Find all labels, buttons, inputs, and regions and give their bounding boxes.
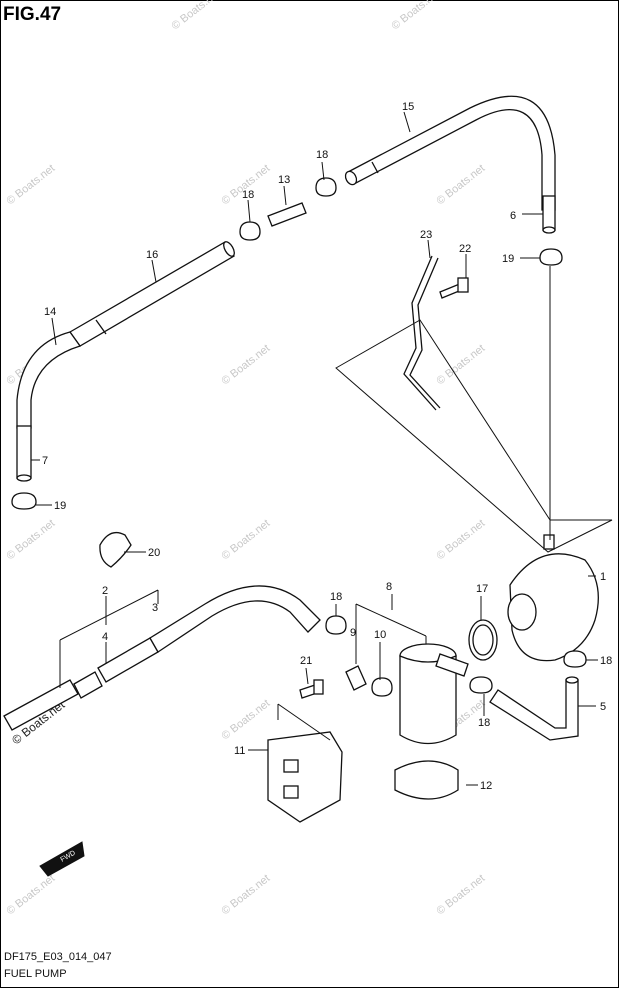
bracket-23 xyxy=(409,257,441,409)
watermark-text: © Boats.net xyxy=(219,342,272,387)
callout-19: 19 xyxy=(54,500,66,512)
leader-lines xyxy=(31,111,613,786)
hose-9 xyxy=(345,665,367,691)
hose-3 xyxy=(97,637,159,683)
hose-7 xyxy=(16,425,32,479)
fwd-arrow-icon: FWD xyxy=(39,841,85,877)
joint-13 xyxy=(267,202,307,227)
callout-21: 21 xyxy=(300,655,312,667)
fuel-pump-1-port xyxy=(507,593,537,631)
watermark-text: © Boats.net xyxy=(219,697,272,742)
bolt-21-head xyxy=(313,679,324,695)
watermark-text: © Boats.net xyxy=(434,162,487,207)
callout-3: 3 xyxy=(152,602,158,614)
callout-11: 11 xyxy=(234,745,245,757)
watermark-text: © Boats.net xyxy=(219,517,272,562)
callout-12: 12 xyxy=(480,780,492,792)
gasket-17-inner xyxy=(472,624,494,656)
callout-2: 2 xyxy=(102,585,108,597)
callout-18: 18 xyxy=(600,655,612,667)
hose-3-bend xyxy=(149,585,321,653)
diagram-title: FUEL PUMP xyxy=(4,968,67,980)
callout-18: 18 xyxy=(242,189,254,201)
callout-1: 1 xyxy=(600,571,606,583)
clip-19-left xyxy=(11,492,37,510)
hose-2 xyxy=(3,679,79,731)
callout-13: 13 xyxy=(278,174,290,186)
callout-7: 7 xyxy=(42,455,48,467)
hose-15-mark xyxy=(371,161,379,174)
watermark-text: © Boats.net xyxy=(219,872,272,917)
hose-5-end xyxy=(565,676,579,684)
fitting-4 xyxy=(73,671,103,699)
callout-5: 5 xyxy=(600,701,606,713)
callout-4: 4 xyxy=(102,631,108,643)
callout-17: 17 xyxy=(476,583,488,595)
hose-16-mark xyxy=(95,319,107,335)
callout-22: 22 xyxy=(459,243,471,255)
clip-19-right xyxy=(539,248,563,266)
watermark-text: © Boats.net xyxy=(4,162,57,207)
fuel-pump-1-nipple xyxy=(543,534,555,550)
fuel-pump-1 xyxy=(509,553,599,662)
callout-15: 15 xyxy=(402,101,414,113)
callout-8: 8 xyxy=(386,581,392,593)
watermark-text: © Boats.net xyxy=(434,342,487,387)
watermark-text: © Boats.net xyxy=(434,517,487,562)
callout-18: 18 xyxy=(330,591,342,603)
bracket-11-slot xyxy=(283,759,299,773)
clip-18-mid xyxy=(325,615,347,635)
hose-14 xyxy=(16,331,82,429)
clip-18-right xyxy=(563,650,587,668)
bracket-11-slot xyxy=(283,785,299,799)
callout-19: 19 xyxy=(502,253,514,265)
callout-18: 18 xyxy=(478,717,490,729)
callouts: 15 6 18 13 18 16 14 7 19 20 23 22 19 1 1… xyxy=(42,101,612,792)
watermark-text: © Boats.net xyxy=(389,0,442,32)
clip-20 xyxy=(99,531,132,568)
callout-14: 14 xyxy=(44,306,56,318)
callout-20: 20 xyxy=(148,547,160,559)
clamp-12 xyxy=(394,760,459,800)
callout-9: 9 xyxy=(350,627,356,639)
watermark-text: © Boats.net xyxy=(169,0,222,32)
watermark-text: © Boats.net xyxy=(4,872,57,917)
hose-6-end xyxy=(542,226,556,234)
watermark-text: © Boats.net xyxy=(4,517,57,562)
clip-18-top xyxy=(315,177,337,197)
hose-7-end xyxy=(16,474,32,482)
callout-10: 10 xyxy=(374,629,386,641)
clip-18-lower xyxy=(469,676,493,694)
watermark-text: © Boats.net xyxy=(434,872,487,917)
bracket-11 xyxy=(267,731,343,823)
bolt-22-head xyxy=(457,277,469,293)
clip-10 xyxy=(371,677,393,697)
callout-23: 23 xyxy=(420,229,432,241)
bracket-23-edge xyxy=(403,255,437,411)
callout-18: 18 xyxy=(316,149,328,161)
clip-18-left xyxy=(239,221,261,241)
filter-8 xyxy=(399,655,457,745)
filter-8-outlet xyxy=(435,653,469,677)
hose-5 xyxy=(489,679,579,741)
callout-16: 16 xyxy=(146,249,158,261)
hose-16-end xyxy=(223,241,235,257)
diagram-code: DF175_E03_014_047 xyxy=(4,951,112,963)
hose-6 xyxy=(542,195,556,231)
callout-6: 6 xyxy=(510,210,516,222)
figure-label: FIG.47 xyxy=(3,4,61,25)
hose-15-end xyxy=(344,170,358,186)
